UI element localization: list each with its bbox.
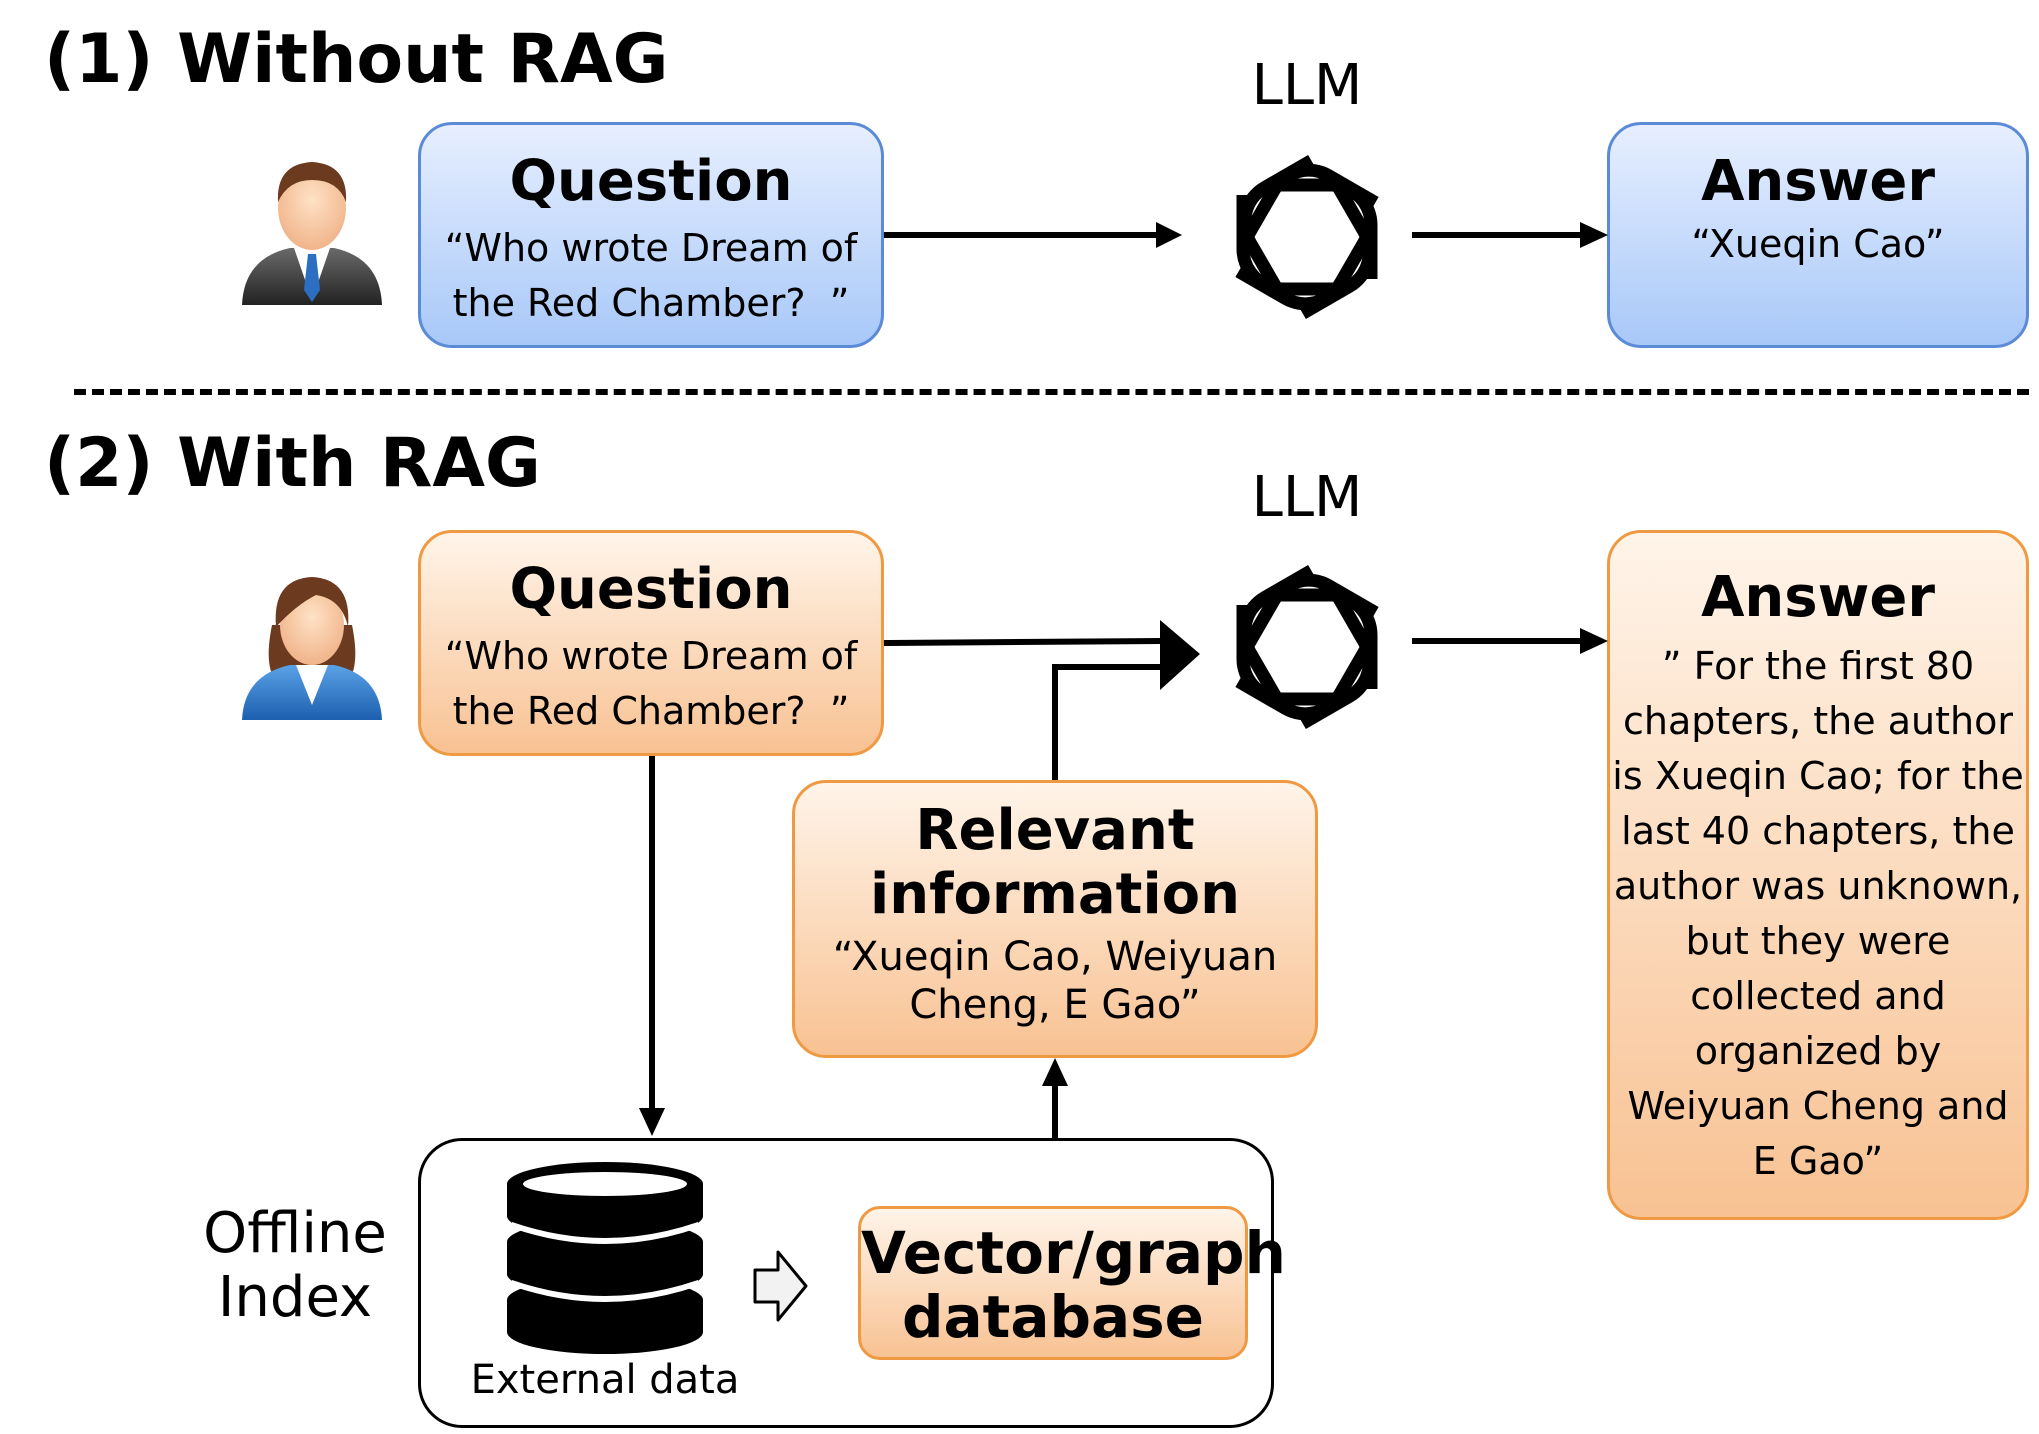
question-text-line1: “Who wrote Dream of	[444, 225, 858, 270]
answer-text-line: ” For the first 80	[1661, 643, 1975, 688]
offline-label-line1: Offline	[203, 1201, 387, 1266]
question-text-line1: “Who wrote Dream of	[444, 633, 858, 678]
offline-index-label: Offline Index	[190, 1201, 400, 1331]
answer-text-line: author was unknown,	[1613, 863, 2023, 908]
answer-text-line: organized by	[1694, 1028, 1942, 1073]
hollow-arrow-icon	[753, 1250, 808, 1322]
offline-label-line2: Index	[217, 1265, 373, 1331]
woman-user-icon	[242, 577, 382, 720]
answer-text-line: chapters, the author	[1623, 698, 2013, 743]
relevant-title-line2: information	[870, 862, 1240, 927]
relevant-text-line2: Cheng, E Gao”	[909, 982, 1201, 1028]
answer-text-line: E Gao”	[1752, 1138, 1884, 1183]
section-divider	[74, 389, 2029, 395]
question-text-line2: the Red Chamber? ”	[452, 688, 850, 733]
llm-logo-icon	[1235, 154, 1379, 320]
section-title-without-rag: (1) Without RAG	[44, 20, 669, 99]
question-text-line2: the Red Chamber? ”	[452, 280, 850, 325]
answer-title: Answer	[1701, 565, 1935, 630]
arrow-relevant-to-llm	[1052, 664, 1160, 780]
answer-text: “Xueqin Cao”	[1691, 221, 1945, 266]
relevant-information-box: Relevant information “Xueqin Cao, Weiyua…	[792, 780, 1318, 1058]
arrow-question-to-llm-rag	[883, 638, 1161, 646]
question-box-without-rag: Question “Who wrote Dream of the Red Cha…	[418, 122, 884, 348]
answer-title: Answer	[1701, 149, 1935, 214]
answer-text-line: is Xueqin Cao; for the	[1612, 753, 2024, 798]
vector-graph-database-box: Vector/graph database	[858, 1206, 1286, 1360]
question-box-with-rag: Question “Who wrote Dream of the Red Cha…	[418, 530, 884, 756]
external-data-label: External data	[470, 1357, 740, 1403]
llm-label-top: LLM	[1251, 53, 1363, 118]
question-title: Question	[509, 149, 793, 214]
section-title-with-rag: (2) With RAG	[44, 424, 541, 503]
database-icon	[507, 1162, 703, 1354]
relevant-title-line1: Relevant	[915, 798, 1195, 863]
answer-box-without-rag: Answer “Xueqin Cao”	[1607, 122, 2029, 348]
answer-text-line: collected and	[1690, 973, 1946, 1018]
relevant-text-line1: “Xueqin Cao, Weiyuan	[832, 934, 1278, 980]
answer-text-line: last 40 chapters, the	[1621, 808, 2015, 853]
answer-box-with-rag: Answer ” For the first 80 chapters, the …	[1607, 530, 2029, 1220]
llm-logo-icon	[1235, 564, 1379, 730]
vector-db-line2: database	[901, 1283, 1205, 1351]
vector-db-line1: Vector/graph	[861, 1219, 1286, 1287]
man-user-icon	[242, 162, 382, 305]
question-title: Question	[509, 557, 793, 622]
answer-text-line: but they were	[1685, 918, 1951, 963]
llm-label-bottom: LLM	[1251, 465, 1363, 530]
answer-text-line: Weiyuan Cheng and	[1627, 1083, 2009, 1128]
